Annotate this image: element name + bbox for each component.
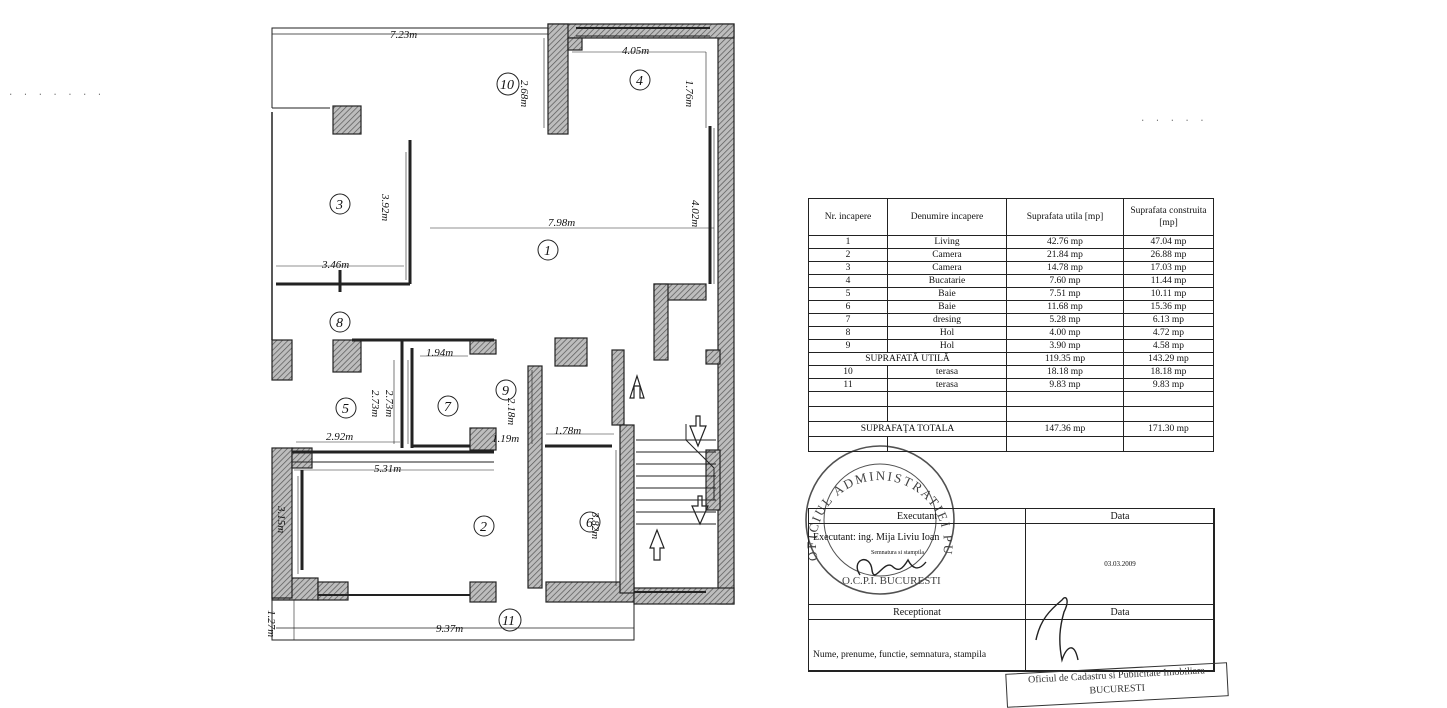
dimension-labels: 7.23m 4.05m 2.68m 1.76m 3.92m 7.98m 4.02… [265, 29, 701, 637]
room-marker-1: 1 [537, 239, 559, 261]
svg-text:2: 2 [480, 520, 487, 535]
terrace-outline [271, 27, 635, 641]
svg-text:4: 4 [636, 74, 643, 89]
dim-room9-width: 1.19m [492, 433, 519, 445]
dim-living-width: 7.98m [548, 217, 575, 229]
signature-receptionat [1035, 596, 1079, 663]
executant-header: Executant [808, 508, 1026, 524]
dimension-lines [276, 38, 715, 640]
scan-dots: · · · · · · · [8, 90, 105, 100]
dim-living-height: 4.02m [689, 200, 701, 227]
svg-text:6: 6 [586, 516, 593, 531]
room-marker-11: 11 [498, 608, 522, 632]
col-utila: Suprafata utila [mp] [1006, 198, 1124, 236]
dim-room9-height: 2.18m [505, 398, 517, 425]
approval-box: Executant Data Executant: ing. Mija Livi… [808, 508, 1215, 672]
dim-room4-height: 1.76m [683, 80, 695, 107]
executant-name: Executant: ing. Mija Liviu Ioan [813, 532, 940, 543]
dim-room3-height: 3.92m [379, 193, 391, 221]
room-marker-5: 5 [335, 397, 357, 419]
blank-row [808, 436, 1214, 452]
dim-room7-width: 1.94m [426, 347, 453, 359]
scan-dots: · · · · · [1140, 116, 1207, 126]
receptionat-date [1025, 619, 1215, 672]
stair-arrows [629, 374, 709, 561]
room-marker-9: 9 [495, 379, 517, 401]
receptionat-cell: Nume, prenume, functie, semnatura, stamp… [808, 619, 1026, 672]
room-markers: 1 2 3 4 5 6 7 8 9 10 11 [329, 69, 651, 632]
dim-room7-height: 2.73m [383, 390, 395, 417]
svg-text:1: 1 [544, 244, 551, 259]
exterior-walls [271, 23, 735, 605]
blank-row [808, 391, 1214, 407]
blank-row [808, 406, 1214, 422]
room-marker-8: 8 [329, 311, 351, 333]
arrow-down-icon [691, 495, 709, 526]
svg-text:9: 9 [502, 384, 509, 399]
room-marker-7: 7 [437, 395, 459, 417]
dim-room10-height: 2.68m [518, 80, 530, 107]
arrow-down-icon [689, 415, 707, 448]
room-marker-3: 3 [329, 193, 351, 215]
room-marker-10: 10 [496, 72, 520, 96]
dim-top: 7.23m [390, 29, 417, 41]
staircase [636, 424, 716, 525]
dim-room2-width: 5.31m [374, 463, 401, 475]
arrow-up-icon [629, 374, 645, 399]
dim-room5-width: 2.92m [326, 431, 353, 443]
dim-room11-height: 1.27m [265, 610, 277, 637]
dim-room3-width: 3.46m [321, 259, 349, 271]
receptionat-fields: Nume, prenume, functie, semnatura, stamp… [813, 650, 987, 660]
room-marker-6: 6 [579, 511, 601, 533]
interior-walls [271, 27, 712, 596]
executant-data-header: Data [1025, 508, 1215, 524]
svg-text:7: 7 [444, 400, 452, 415]
signature-executant [856, 558, 927, 576]
col-nr: Nr. incapere [808, 198, 888, 236]
receptionat-header: Receptionat [808, 604, 1026, 620]
room-marker-2: 2 [473, 515, 495, 537]
svg-text:3: 3 [335, 198, 343, 213]
room-marker-4: 4 [629, 69, 651, 91]
stamp-inner-text: O.C.P.I. BUCURESTI [842, 575, 941, 587]
executant-cell: Executant: ing. Mija Liviu Ioan Semnatur… [808, 523, 1026, 605]
dim-room5-height: 2.73m [369, 390, 381, 417]
svg-text:10: 10 [500, 78, 514, 93]
dim-room2-height: 3.15m [275, 505, 287, 533]
svg-text:11: 11 [502, 614, 515, 629]
executant-date: 03.03.2009 [1025, 523, 1215, 605]
dim-room6-width: 1.78m [554, 425, 581, 437]
dim-room4-width: 4.05m [622, 45, 649, 57]
table-header-row: Nr. incapere Denumire incapere Suprafata… [808, 198, 1214, 236]
col-name: Denumire incapere [887, 198, 1007, 236]
surface-table: Nr. incapere Denumire incapere Suprafata… [808, 198, 1214, 452]
dim-room11-width: 9.37m [436, 623, 463, 635]
executant-sub: Semnatura si stampila [871, 550, 924, 556]
svg-text:5: 5 [342, 402, 349, 417]
col-construita: Suprafata construita [mp] [1123, 198, 1214, 236]
arrow-up-icon [649, 528, 665, 561]
receptionat-data-header: Data [1025, 604, 1215, 620]
svg-text:8: 8 [336, 316, 343, 331]
